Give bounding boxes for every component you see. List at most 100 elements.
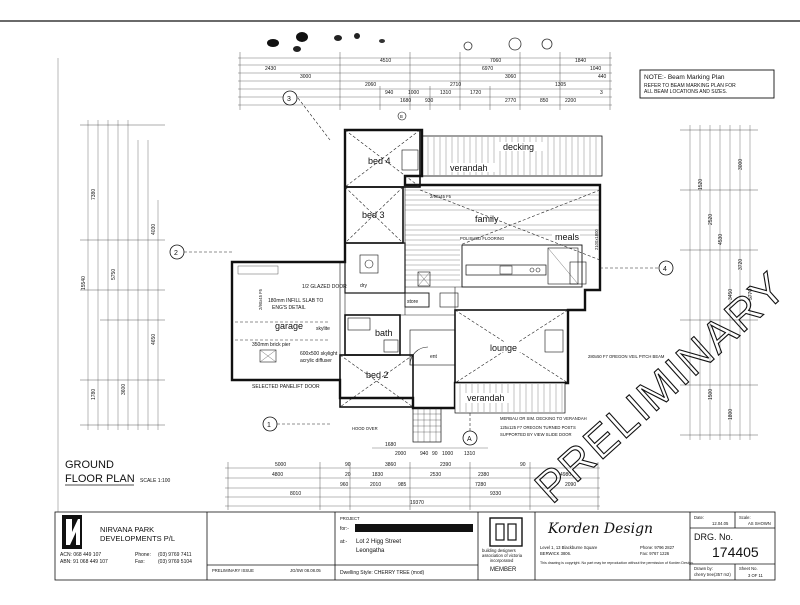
entry-steps (412, 407, 442, 443)
grid-label-1: 1 (267, 422, 271, 429)
dim-bottom-upper-e: 1000 (442, 451, 453, 457)
grid-bubble-b (397, 111, 407, 121)
room-label-family: family (475, 214, 499, 224)
dim-bottom-1d: 2390 (440, 462, 451, 468)
dim-bottom-upper-a: 1680 (385, 442, 396, 448)
issue-code: JG/SW 08.08.05 (290, 568, 321, 573)
linen-cupboard (439, 292, 459, 308)
association-logo (489, 517, 523, 547)
floor-plan: decking verandah garage 180mm INFILL SLA… (184, 97, 665, 443)
grid-label-b: B (400, 114, 403, 119)
laundry-trough (359, 254, 379, 274)
grid-label-2: 2 (174, 250, 178, 257)
dim-top-2c: 1040 (590, 66, 601, 72)
dim-top-6c: 2770 (505, 98, 516, 104)
dim-right-e: 3450 (728, 289, 734, 300)
designer-fax: Fax: 9767 1226 (640, 551, 670, 556)
room-label-verandah-bottom: verandah (467, 393, 505, 403)
plan-title-line1: GROUND (65, 459, 114, 471)
dim-right-c: 2520 (708, 214, 714, 225)
dim-left-d: 5750 (111, 269, 117, 280)
room-label-ent: ent (430, 354, 438, 360)
designer-address2: BERWICK 3806. (540, 551, 571, 556)
dim-bottom-1c: 3860 (385, 462, 396, 468)
top-dimensions: 4510 7060 1840 2430 6970 1040 3000 3060 … (238, 52, 612, 110)
verandah-bottom: verandah (454, 382, 566, 414)
grid-bubble-3 (282, 90, 298, 106)
dim-right-i: 1800 (728, 409, 734, 420)
dim-top-5b: 1000 (408, 90, 419, 96)
dim-bottom-upper-b: 2000 (395, 451, 406, 457)
dim-bottom-3b: 2010 (370, 482, 381, 488)
note-supported: SUPPORTED BY VIEW SLIDE DOOR (500, 432, 572, 437)
dim-bottom-2b: 20 (345, 472, 351, 478)
copyright-notice: This drawing is copyright. No part may b… (540, 561, 694, 565)
dim-top-6a: 1680 (400, 98, 411, 104)
kitchen-bench (465, 264, 547, 276)
dim-left-e: 4650 (151, 334, 157, 345)
dim-right-b: 1520 (698, 179, 704, 190)
note-pitch-beam: 280x50 F7 OREGON VEIL PITCH BEAM (588, 354, 665, 359)
dim-top-6e: 2200 (565, 98, 576, 104)
bed4-robe (401, 149, 419, 171)
note-glazed: 1/2 GLAZED DOOR (302, 284, 347, 290)
beam-note-line1: REFER TO BEAM MARKING PLAN FOR (644, 83, 736, 89)
designer-phone: Phone: 9796 2827 (640, 545, 675, 550)
designer-address1: Level 1, 13 Blackburne Square (540, 545, 598, 550)
dim-bottom-2d: 2530 (430, 472, 441, 478)
scan-marks (267, 32, 553, 52)
dim-bottom-3c: 985 (398, 482, 407, 488)
setout-grid-lines (184, 97, 659, 431)
dim-top-5e: 3 (600, 90, 603, 96)
project-site-line2: Leongatha (356, 548, 385, 554)
dim-left-b: 15540 (81, 276, 87, 290)
project-site-line1: Lot 2 Higg Street (356, 539, 401, 545)
note-turned-posts: 125x125 F7 OREGON TURNED POSTS (500, 425, 576, 430)
note-garage-side: 2/90x45 F5 (258, 288, 263, 310)
company-abn: ABN: 91 068 449 107 (60, 559, 108, 565)
dim-bottom-3d: 7280 (475, 482, 486, 488)
dim-left-c: 4030 (151, 224, 157, 235)
fridge-space (569, 261, 587, 285)
pantry (547, 247, 579, 285)
bed4-ceiling-lines (344, 129, 421, 188)
drawing-number-label: DRG. No. (694, 532, 733, 542)
family-ceiling-lines (419, 189, 601, 261)
left-dimensions: 7380 15540 4030 5750 4650 1780 3600 (80, 120, 165, 430)
sheet-value: 3 OF 11 (748, 573, 763, 578)
company-name-line1: NIRVANA PARK (100, 525, 154, 534)
dim-bottom-upper-d: 90 (432, 451, 438, 457)
company-phone-label: Phone: (135, 552, 151, 558)
bed2-walls (339, 354, 414, 408)
note-slider: 2100x1800 (594, 229, 599, 250)
company-name-line2: DEVELOPMENTS P/L (100, 534, 175, 543)
dim-bottom-2a: 4800 (272, 472, 283, 478)
dim-bottom-4b: 9330 (490, 491, 501, 497)
garage-outline (231, 261, 341, 381)
dim-top-5d: 1720 (470, 90, 481, 96)
family-floor-hatch (405, 189, 600, 281)
dim-top-4b: 2710 (450, 82, 461, 88)
dim-top-1c: 1840 (575, 58, 586, 64)
bed3-ceiling-lines (344, 186, 404, 244)
dim-bottom-3e: 2090 (565, 482, 576, 488)
grid-bubble-4 (658, 260, 674, 276)
beam-note-box: NOTE:- Beam Marking Plan REFER TO BEAM M… (639, 69, 775, 99)
dim-bottom-2f: 4980 (560, 472, 571, 478)
nirvana-logo (62, 515, 82, 549)
dim-top-3b: 3060 (505, 74, 516, 80)
dim-top-4a: 2060 (365, 82, 376, 88)
dim-top-3c: 440 (598, 74, 607, 80)
note-acrylic: acrylic diffuser (300, 358, 332, 364)
dim-top-3a: 3000 (300, 74, 311, 80)
dim-bottom-1e: 90 (520, 462, 526, 468)
plan-title-line2: FLOOR PLAN (65, 473, 135, 485)
drawing-number: 174405 (712, 544, 759, 560)
assoc-line2: association of victoria (482, 553, 523, 558)
scale-value: AS SHOWN (748, 521, 771, 526)
scale-label: Scale: (739, 515, 751, 520)
dim-bottom-1b: 90 (345, 462, 351, 468)
dwelling-style: Dwelling Style: CHERRY TREE (mod) (340, 570, 425, 576)
kitchen-outline (461, 244, 583, 288)
room-label-lounge: lounge (490, 343, 517, 353)
